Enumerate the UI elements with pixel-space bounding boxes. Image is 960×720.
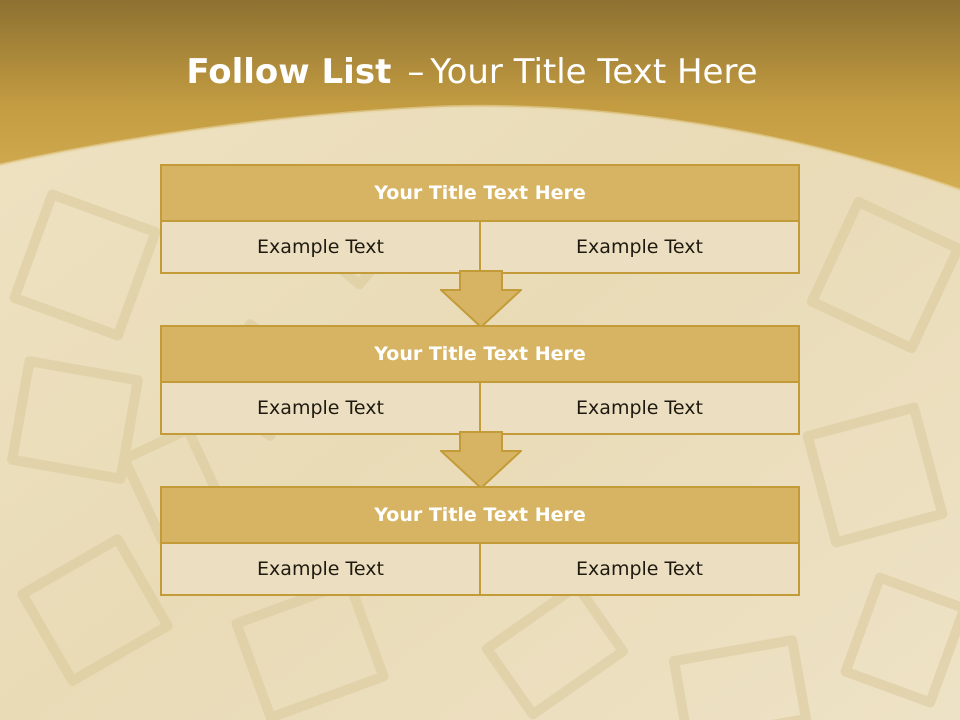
down-arrow-icon <box>440 270 522 328</box>
step-cell-right: Example Text <box>479 222 798 272</box>
step-cell-left: Example Text <box>162 222 479 272</box>
slide-title: Follow List–Your Title Text Here <box>0 52 944 92</box>
step-box-3: Your Title Text Here Example Text Exampl… <box>160 486 800 596</box>
step-title: Your Title Text Here <box>162 166 798 222</box>
step-row: Example Text Example Text <box>162 544 798 594</box>
step-cell-right: Example Text <box>479 383 798 433</box>
title-rest-text: Your Title Text Here <box>430 52 758 92</box>
step-box-2: Your Title Text Here Example Text Exampl… <box>160 325 800 435</box>
down-arrow-icon <box>440 431 522 489</box>
title-bold-text: Follow List <box>186 52 392 92</box>
step-cell-left: Example Text <box>162 544 479 594</box>
step-cell-right: Example Text <box>479 544 798 594</box>
step-cell-left: Example Text <box>162 383 479 433</box>
step-row: Example Text Example Text <box>162 383 798 433</box>
step-title: Your Title Text Here <box>162 327 798 383</box>
step-box-1: Your Title Text Here Example Text Exampl… <box>160 164 800 274</box>
step-row: Example Text Example Text <box>162 222 798 272</box>
step-title: Your Title Text Here <box>162 488 798 544</box>
title-dash: – <box>407 52 425 92</box>
